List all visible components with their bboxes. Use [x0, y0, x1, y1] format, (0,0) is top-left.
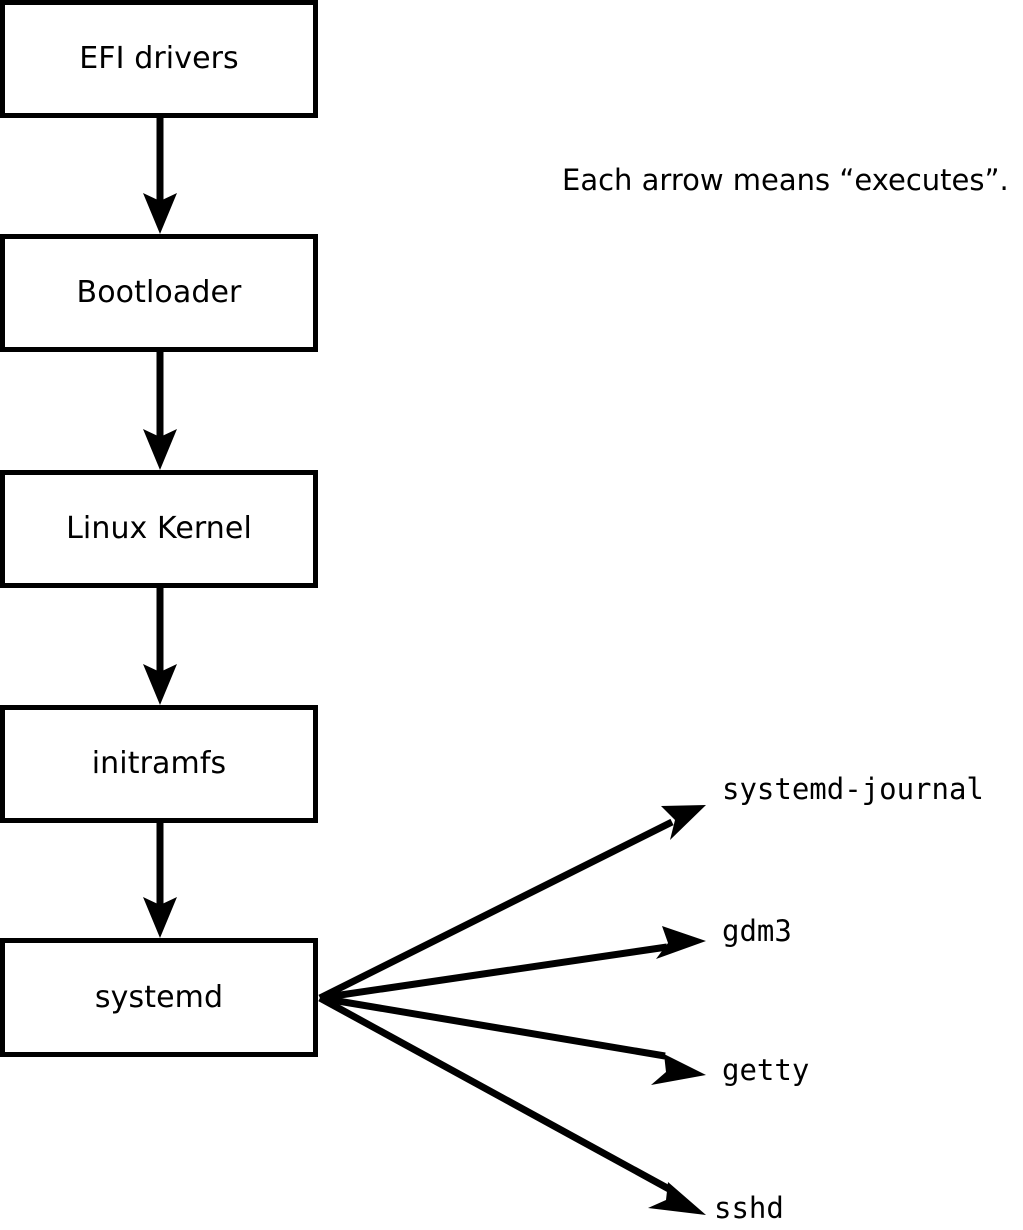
- fanout-arrow-gdm3: [319, 926, 706, 1002]
- process-box-systemd[interactable]: systemd: [0, 938, 318, 1057]
- fanout-arrow-systemd-journal: [318, 805, 706, 1002]
- diagram-caption: Each arrow means “executes”.: [562, 163, 1009, 197]
- service-label-gdm3[interactable]: gdm3: [722, 914, 792, 948]
- process-box-label: Linux Kernel: [66, 511, 252, 546]
- process-box-linux-kernel[interactable]: Linux Kernel: [0, 470, 318, 588]
- chain-arrow-linux-kernel-to-initramfs: [143, 588, 177, 705]
- process-box-label: systemd: [94, 979, 224, 1015]
- process-box-efi-drivers[interactable]: EFI drivers: [0, 0, 318, 118]
- chain-arrow-initramfs-to-systemd: [143, 823, 177, 938]
- fanout-arrow-sshd: [318, 994, 706, 1215]
- chain-arrow-efi-drivers-to-bootloader: [143, 118, 177, 234]
- process-box-bootloader[interactable]: Bootloader: [0, 234, 318, 352]
- process-box-label: Bootloader: [76, 275, 242, 310]
- process-box-label: EFI drivers: [79, 41, 239, 76]
- process-box-initramfs[interactable]: initramfs: [0, 705, 318, 823]
- service-label-sshd[interactable]: sshd: [714, 1191, 784, 1225]
- service-label-systemd-journal[interactable]: systemd-journal: [722, 772, 984, 806]
- service-label-getty[interactable]: getty: [722, 1053, 810, 1087]
- chain-arrow-bootloader-to-linux-kernel: [143, 352, 177, 470]
- fanout-arrow-getty: [319, 994, 706, 1085]
- process-box-label: initramfs: [91, 746, 227, 781]
